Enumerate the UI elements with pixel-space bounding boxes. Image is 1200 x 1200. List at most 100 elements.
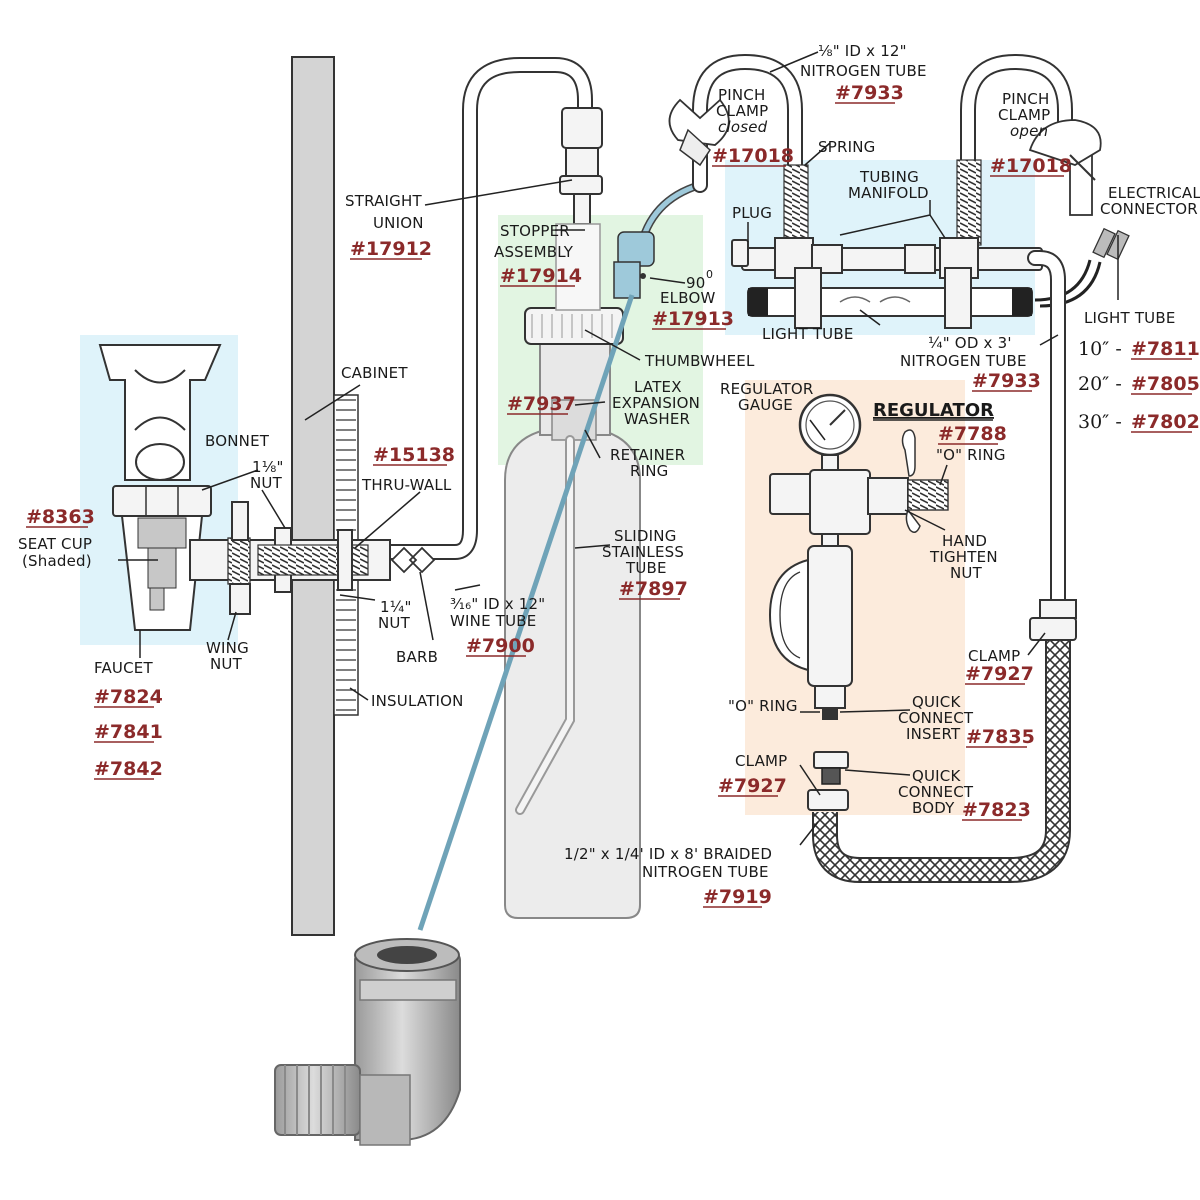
gas-bottle xyxy=(504,223,641,919)
pn-nitrogen-small: #7933 xyxy=(835,82,904,104)
label-straight-union: STRAIGHT xyxy=(345,192,422,210)
label-wing-nut-2: NUT xyxy=(210,655,243,673)
label-o-ring-bottom: "O" RING xyxy=(728,697,798,715)
label-hand-tighten: HAND xyxy=(942,532,987,550)
label-len-20: 20″ - xyxy=(1078,373,1122,395)
label-qc-insert: QUICK xyxy=(912,693,961,711)
pn-thru-wall: #15138 xyxy=(373,444,455,466)
label-thru-wall: THRU-WALL xyxy=(361,476,452,494)
pn-qc-insert: #7835 xyxy=(966,726,1035,748)
label-elbow: 90 xyxy=(686,274,706,292)
label-stopper: STOPPER xyxy=(500,222,570,240)
label-qc-body: QUICK xyxy=(912,767,961,785)
label-sliding-2: STAINLESS xyxy=(602,543,684,561)
label-tubing-manifold: TUBING xyxy=(859,168,919,186)
spring-right xyxy=(956,159,982,246)
label-seat-cup-2: (Shaded) xyxy=(22,552,92,570)
label-latex-2: EXPANSION xyxy=(612,394,700,412)
label-len-10: 10″ - xyxy=(1078,338,1122,360)
label-nut-118: 1⅛" xyxy=(252,458,284,476)
elbow-fitting xyxy=(613,231,655,299)
label-clamp-left: CLAMP xyxy=(735,752,787,770)
cabinet-wall xyxy=(291,56,335,936)
pinch-clamp-closed xyxy=(668,98,730,167)
label-nut-114: 1¼" xyxy=(380,598,412,616)
pn-len-10: #7811 xyxy=(1131,338,1200,360)
regulator-body xyxy=(768,393,949,785)
pn-pinch-closed: #17018 xyxy=(712,145,794,167)
pn-len-30: #7802 xyxy=(1131,411,1200,433)
label-cabinet: CABINET xyxy=(341,364,408,382)
label-wine-tube-2: WINE TUBE xyxy=(450,612,536,630)
elbow-leader-line xyxy=(417,294,635,931)
label-wine-tube: ³⁄₁₆" ID x 12" xyxy=(450,595,545,613)
label-hand-tighten-3: NUT xyxy=(950,564,983,582)
faucet xyxy=(98,344,222,631)
label-regulator-gauge: REGULATOR xyxy=(720,380,814,398)
pinch-clamp-open xyxy=(1028,119,1102,181)
label-qc-body-2: CONNECT xyxy=(898,783,974,801)
shank xyxy=(189,501,436,615)
pn-elbow: #17913 xyxy=(652,308,734,330)
label-plug: PLUG xyxy=(732,204,772,222)
pn-clamp-left: #7927 xyxy=(718,775,787,797)
leader-lines xyxy=(118,51,1119,846)
labels: STRAIGHT UNION #17912 STOPPER ASSEMBLY #… xyxy=(18,42,1200,908)
label-pinch-closed: PINCH xyxy=(718,86,765,104)
label-len-30: 30″ - xyxy=(1078,411,1122,433)
label-braided-2: NITROGEN TUBE xyxy=(642,863,769,881)
label-qc-insert-2: CONNECT xyxy=(898,709,974,727)
label-sliding: SLIDING xyxy=(614,527,677,545)
label-retainer: RETAINER xyxy=(610,446,685,464)
label-tubing-manifold-2: MANIFOLD xyxy=(848,184,929,202)
label-pinch-open-2: CLAMP xyxy=(998,106,1050,124)
pn-len-20: #7805 xyxy=(1131,373,1200,395)
label-nitrogen-large-2: NITROGEN TUBE xyxy=(900,352,1027,370)
pn-stopper: #17914 xyxy=(500,265,582,287)
label-spring: SPRING xyxy=(818,138,875,156)
label-latex: LATEX xyxy=(634,378,682,396)
label-sliding-3: TUBE xyxy=(625,559,667,577)
label-elbow-deg: 0 xyxy=(706,268,713,281)
label-qc-body-3: BODY xyxy=(912,799,955,817)
pn-pinch-open: #17018 xyxy=(990,155,1072,177)
label-o-ring-top: "O" RING xyxy=(936,446,1006,464)
label-pinch-open: PINCH xyxy=(1002,90,1049,108)
pn-braided: #7919 xyxy=(703,886,772,908)
label-electrical: ELECTRICAL xyxy=(1108,184,1200,202)
tubing-manifold xyxy=(731,237,1043,279)
label-nut-114-2: NUT xyxy=(378,614,411,632)
label-pinch-open-3: open xyxy=(1010,122,1048,140)
light-tube-manifold xyxy=(747,267,1033,329)
label-pinch-closed-2: CLAMP xyxy=(716,102,768,120)
pn-seat-cup: #8363 xyxy=(26,506,95,528)
pn-clamp-right: #7927 xyxy=(965,663,1034,685)
label-nut-118-2: NUT xyxy=(250,474,283,492)
pn-sliding: #7897 xyxy=(619,578,688,600)
pn-qc-body: #7823 xyxy=(962,799,1031,821)
label-elbow-2: ELBOW xyxy=(660,289,716,307)
label-light-tube-mid: LIGHT TUBE xyxy=(762,325,854,343)
label-straight-union-2: UNION xyxy=(373,214,424,232)
pn-regulator: #7788 xyxy=(938,423,1007,445)
label-light-tube-right: LIGHT TUBE xyxy=(1084,309,1176,327)
label-retainer-2: RING xyxy=(630,462,669,480)
label-thumbwheel: THUMBWHEEL xyxy=(644,352,755,370)
label-stopper-2: ASSEMBLY xyxy=(494,243,574,261)
pn-faucet-1: #7824 xyxy=(94,686,163,708)
label-pinch-closed-3: closed xyxy=(718,118,768,136)
pn-faucet-3: #7842 xyxy=(94,758,163,780)
pn-straight-union: #17912 xyxy=(350,238,432,260)
label-regulator-title: REGULATOR xyxy=(873,400,994,421)
label-bonnet: BONNET xyxy=(205,432,270,450)
label-nitrogen-small-2: NITROGEN TUBE xyxy=(800,62,927,80)
pn-latex: #7937 xyxy=(507,393,576,415)
pn-nitrogen-large: #7933 xyxy=(972,370,1041,392)
label-braided: 1/2" x 1/4' ID x 8' BRAIDED xyxy=(564,845,772,863)
label-regulator-gauge-2: GAUGE xyxy=(738,396,793,414)
clamp-right xyxy=(1029,617,1077,641)
label-nitrogen-large: ¼" OD x 3' xyxy=(928,334,1012,352)
label-insulation: INSULATION xyxy=(371,692,464,710)
